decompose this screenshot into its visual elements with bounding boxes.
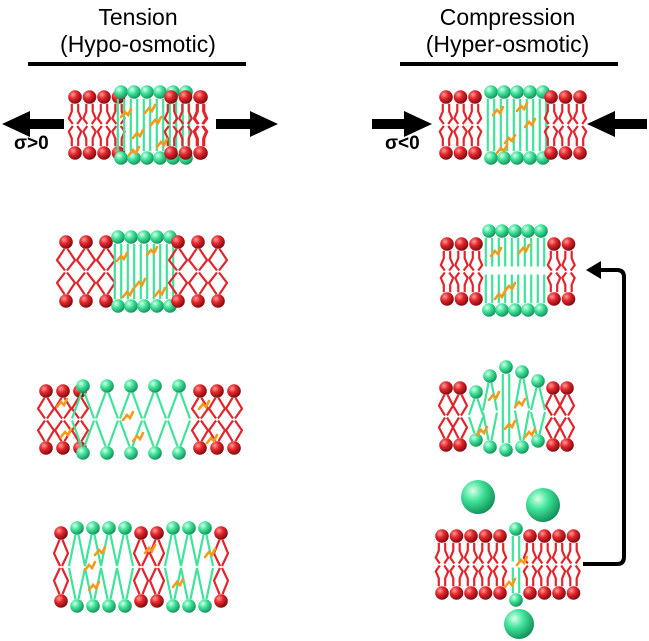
tension-membrane-mixed xyxy=(52,521,230,613)
left-column-header: Tension (Hypo-osmotic) xyxy=(28,4,248,58)
compression-membrane-initial xyxy=(438,85,588,165)
tension-arrow-left xyxy=(2,111,64,137)
return-arrow xyxy=(583,261,626,566)
compression-membrane-thickened xyxy=(439,224,576,317)
tension-sigma-label: σ>0 xyxy=(14,133,49,154)
right-column-title: Compression xyxy=(439,4,576,30)
left-header-rule xyxy=(28,62,246,66)
tension-membrane-initial xyxy=(67,85,209,165)
compression-arrow-left xyxy=(372,111,432,137)
tension-arrow-right xyxy=(216,111,278,137)
right-column-subtitle: (Hyper-osmotic) xyxy=(425,31,590,57)
compression-membrane-budding xyxy=(437,360,576,457)
compression-sigma-label: σ<0 xyxy=(385,133,420,154)
left-column-subtitle: (Hypo-osmotic) xyxy=(60,31,216,57)
right-header-rule xyxy=(400,62,618,66)
compression-membrane-vesicle-release xyxy=(434,480,581,639)
vesicle xyxy=(504,609,534,639)
vesicle xyxy=(526,488,560,522)
vesicle xyxy=(461,480,495,514)
left-column-title: Tension xyxy=(98,4,178,30)
tension-membrane-domains xyxy=(36,379,244,460)
right-column-header: Compression (Hyper-osmotic) xyxy=(395,4,620,58)
tension-membrane-stretched xyxy=(55,230,229,313)
compression-arrow-right xyxy=(587,111,647,137)
